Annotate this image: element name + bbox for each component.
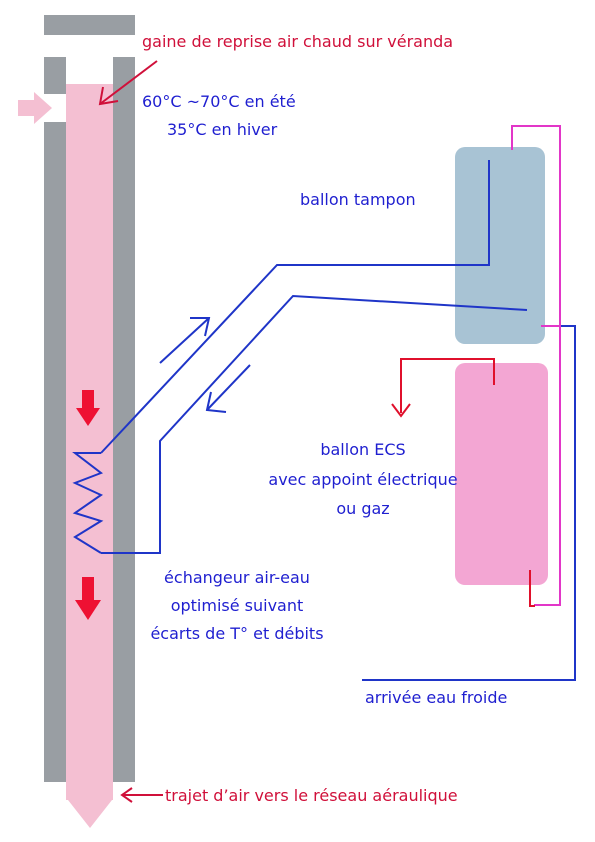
air-flow-channel <box>66 84 113 782</box>
buffer-tank-label: ballon tampon <box>300 190 416 209</box>
duct-pointer-head <box>98 86 119 106</box>
air-inflow-arrow <box>18 92 52 124</box>
duct-left-wall <box>44 122 66 782</box>
down-arrow-2 <box>75 577 101 620</box>
duct-pointer-line <box>99 60 158 105</box>
cold-water-label: arrivée eau froide <box>365 688 507 707</box>
duct-right-wall <box>113 57 135 782</box>
flow-arrow-up-shaft <box>159 317 210 364</box>
pipe-return <box>101 294 528 554</box>
duct-top-cap <box>44 15 135 35</box>
exchanger-label-3: écarts de T° et débits <box>150 624 323 643</box>
exchanger-label-2: optimisé suivant <box>171 596 304 615</box>
ecs-inlet-pipe <box>529 570 535 607</box>
ecs-tank-label-2: avec appoint électrique <box>268 470 457 489</box>
ecs-tank-label-3: ou gaz <box>336 499 389 518</box>
flow-arrow-down-shaft <box>206 364 251 411</box>
magenta-pipe <box>511 125 561 606</box>
air-outflow-arrow <box>66 782 113 828</box>
duct-label: gaine de reprise air chaud sur véranda <box>142 32 453 51</box>
pipe-supply <box>100 160 490 454</box>
ecs-tank <box>455 363 548 585</box>
summer-temp-label: 60°C ~70°C en été <box>142 92 296 111</box>
exchanger-coil <box>72 452 104 554</box>
ecs-tank-label-1: ballon ECS <box>320 440 405 459</box>
down-arrow-1 <box>76 390 100 426</box>
air-path-pointer-head <box>120 787 133 803</box>
hot-water-outlet-pipe <box>400 358 495 413</box>
winter-temp-label: 35°C en hiver <box>167 120 278 139</box>
exchanger-label-1: échangeur air-eau <box>164 568 310 587</box>
duct-left-wall-upper <box>44 57 66 94</box>
flow-arrow-up-head <box>190 317 211 337</box>
flow-arrow-down-head <box>205 391 227 413</box>
buffer-tank <box>455 147 545 344</box>
air-path-label: trajet d’air vers le réseau aéraulique <box>165 786 458 805</box>
hot-water-outlet-tip <box>391 403 411 418</box>
